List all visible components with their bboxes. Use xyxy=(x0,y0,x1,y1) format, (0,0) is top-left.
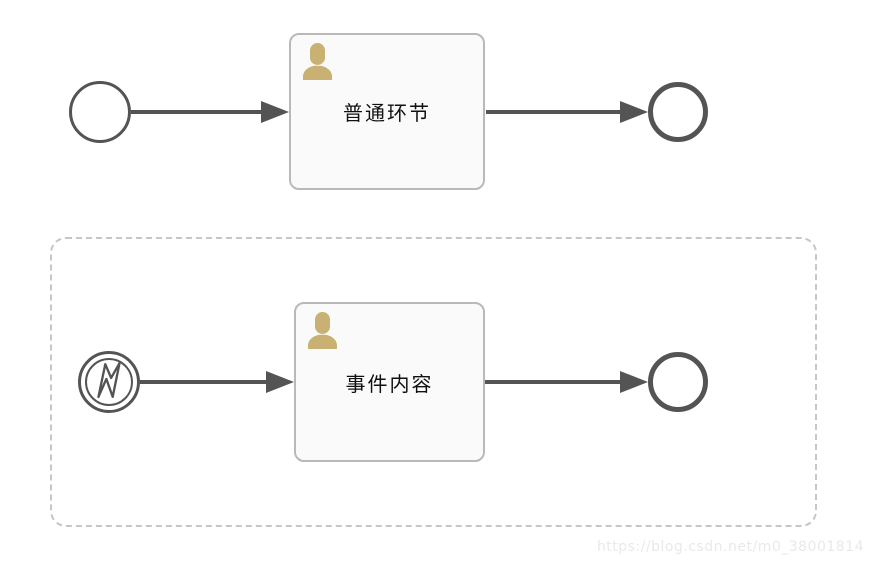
error-lightning-icon xyxy=(93,361,125,403)
flow-line xyxy=(131,110,263,114)
flow-line xyxy=(485,380,620,384)
task-label: 事件内容 xyxy=(345,371,434,396)
end-event-2[interactable] xyxy=(648,352,708,412)
watermark: https://blog.csdn.net/m0_38001814 xyxy=(596,539,864,555)
end-event[interactable] xyxy=(648,82,708,142)
flow-line xyxy=(486,110,622,114)
user-task-normal[interactable]: 普通环节 xyxy=(289,33,485,190)
start-event[interactable] xyxy=(69,81,131,143)
error-start-event[interactable] xyxy=(78,351,140,413)
arrowhead-icon xyxy=(266,371,294,393)
event-inner-ring xyxy=(85,358,133,406)
flow-line xyxy=(140,380,268,384)
user-task-event[interactable]: 事件内容 xyxy=(294,302,485,462)
user-icon xyxy=(303,43,332,80)
task-label: 普通环节 xyxy=(343,101,431,125)
event-subprocess-container[interactable] xyxy=(50,237,817,527)
arrowhead-icon xyxy=(620,101,648,123)
arrowhead-icon xyxy=(261,101,289,123)
arrowhead-icon xyxy=(620,371,648,393)
user-icon xyxy=(308,312,337,349)
